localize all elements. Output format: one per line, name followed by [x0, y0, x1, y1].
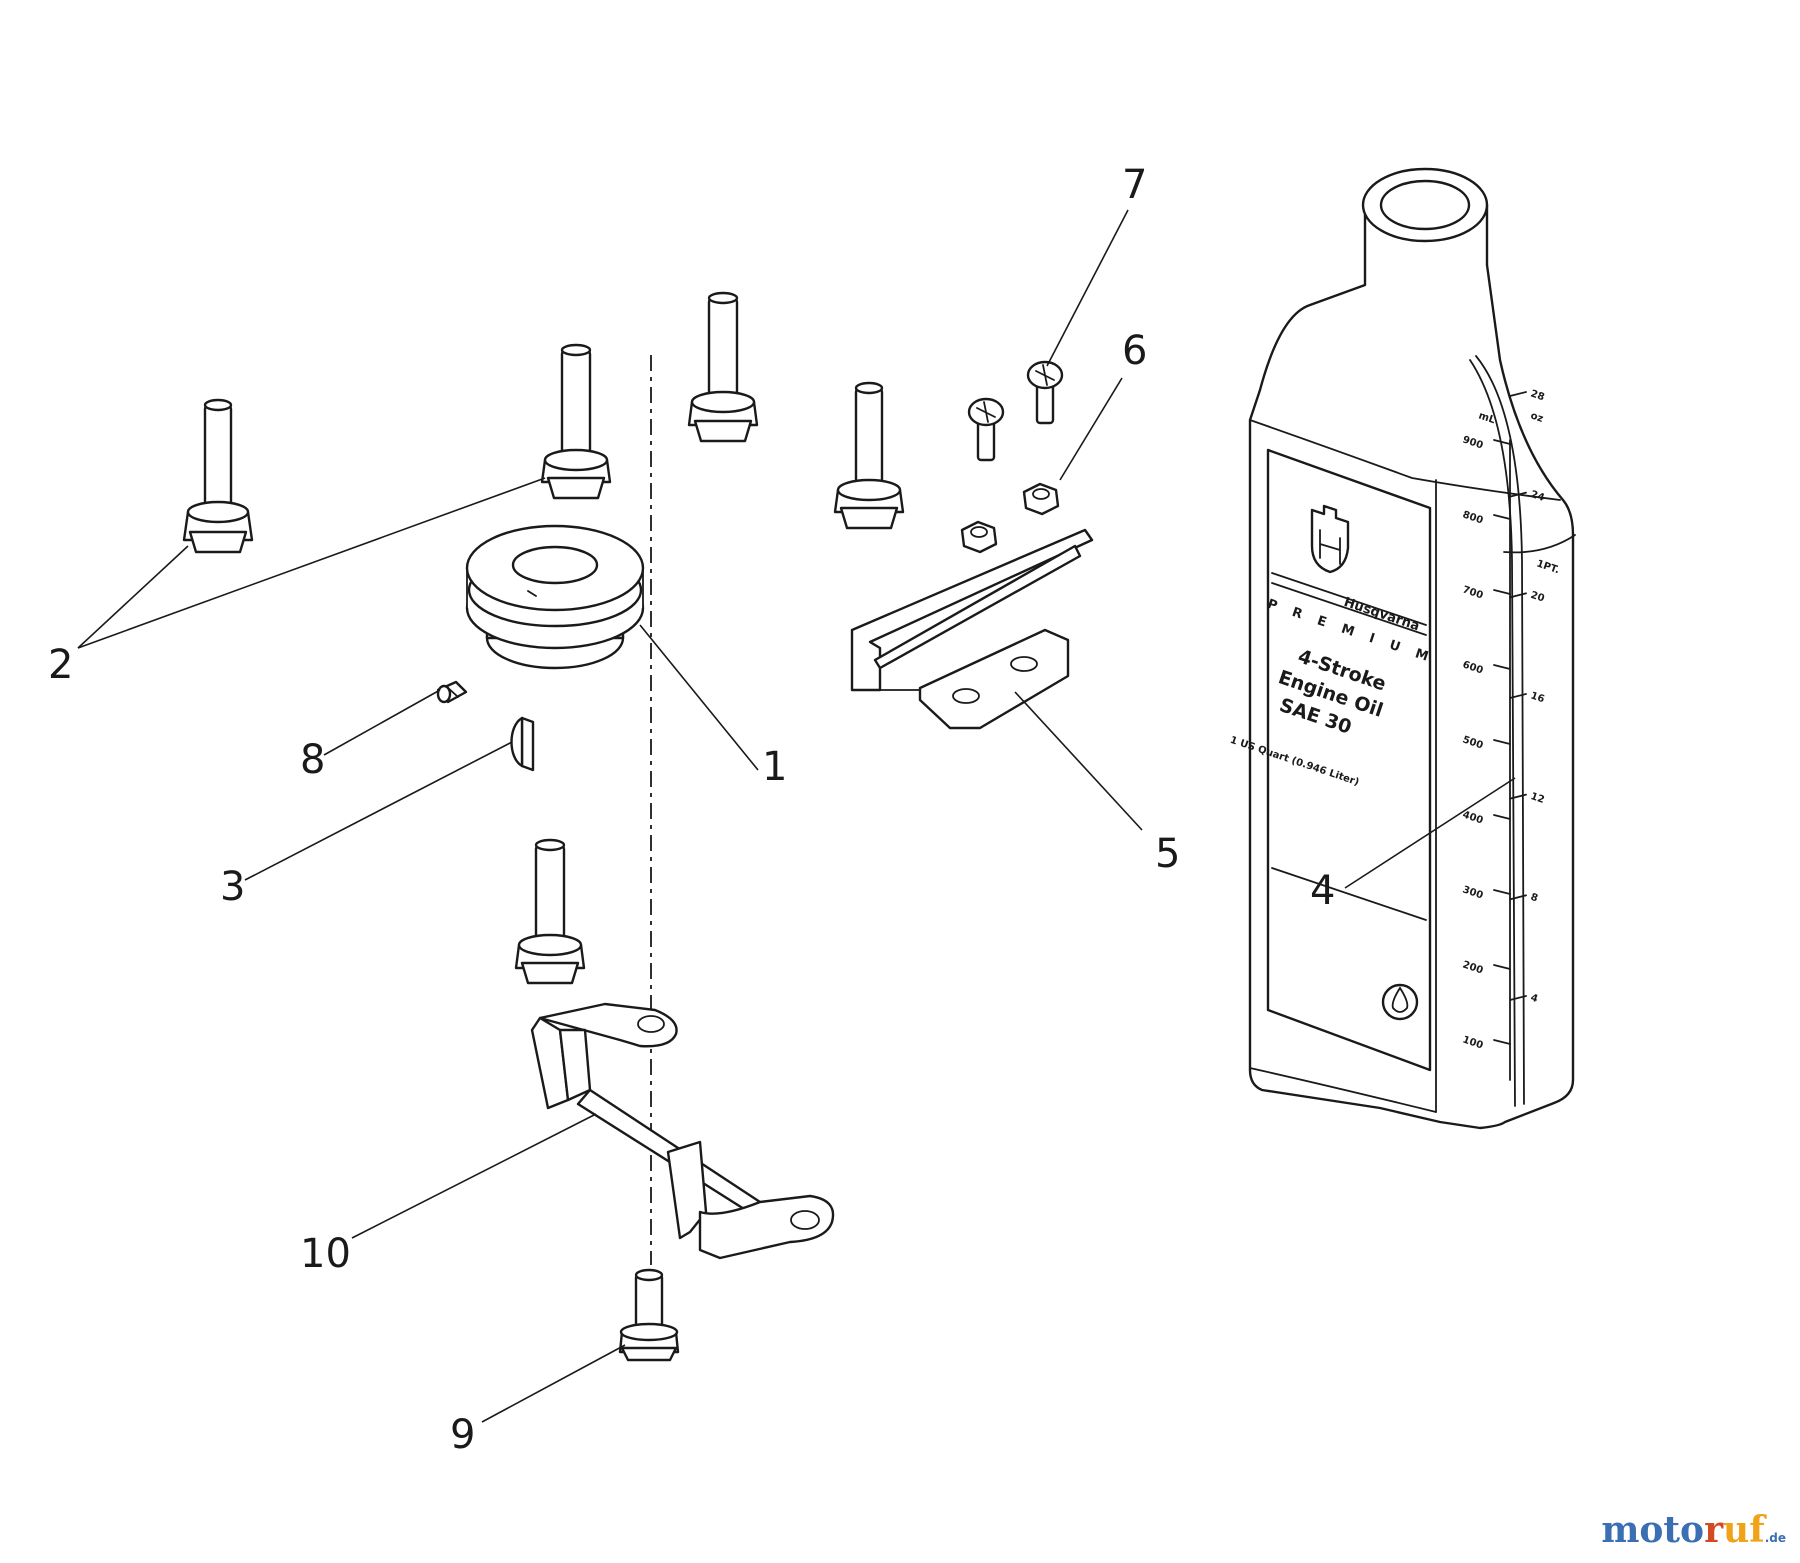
oz-tick-label: 20	[1529, 590, 1546, 605]
flange-bolt-mid-right	[833, 381, 905, 530]
ml-tick-mark	[1493, 739, 1511, 745]
screw-left	[967, 397, 1005, 462]
flange-bolt-upper-right	[687, 291, 759, 443]
ml-tick-mark	[1493, 964, 1511, 970]
callout-4: 4	[1310, 868, 1335, 914]
set-screw	[436, 680, 468, 704]
oz-tick-mark	[1509, 592, 1527, 599]
flange-bolt-center	[540, 343, 612, 500]
scale-unit-oz: oz	[1529, 410, 1545, 425]
oz-tick-mark	[1509, 391, 1527, 397]
ml-tick-mark	[1493, 1039, 1511, 1045]
oz-tick-mark	[1509, 793, 1527, 800]
ml-tick-mark	[1493, 814, 1511, 820]
oz-tick-label: 4	[1529, 992, 1539, 1005]
callout-1: 1	[762, 744, 787, 790]
strap-bracket	[530, 1002, 835, 1260]
oz-tick-label: 16	[1529, 690, 1546, 705]
watermark-logo: motoruf.de	[1601, 1509, 1786, 1551]
oz-tick-mark	[1509, 491, 1527, 498]
mounting-bracket	[850, 528, 1094, 730]
callout-3: 3	[220, 864, 245, 910]
ml-tick-mark	[1493, 589, 1511, 595]
oil-bottle: Husqvarna P R E M I U M 4-Stroke Engine …	[1229, 167, 1576, 1130]
ml-tick-mark	[1493, 514, 1511, 520]
oz-tick-label: 24	[1529, 489, 1546, 504]
oz-tick-mark	[1509, 693, 1527, 699]
flange-bolt-lower	[514, 838, 586, 985]
oz-tick-label: 12	[1529, 791, 1546, 806]
oz-tick-mark	[1509, 995, 1527, 1001]
callout-10: 10	[300, 1231, 351, 1277]
husqvarna-logo-icon	[1310, 504, 1350, 574]
pulley	[465, 524, 645, 670]
oz-tick-label: 8	[1529, 892, 1539, 905]
scale-unit-ml: mL	[1477, 410, 1497, 426]
oil-drop-icon	[1381, 983, 1419, 1021]
oz-tick-mark	[1509, 894, 1527, 901]
nut-right	[1022, 482, 1060, 516]
flange-bolt-left	[182, 398, 254, 554]
ml-tick-mark	[1493, 664, 1511, 670]
oz-tick-label: 28	[1529, 388, 1546, 403]
callout-9: 9	[450, 1412, 475, 1458]
callout-8: 8	[300, 737, 325, 783]
callout-5: 5	[1155, 831, 1180, 877]
callout-2: 2	[48, 642, 73, 688]
woodruff-key	[510, 716, 535, 772]
ml-tick-mark	[1493, 439, 1511, 445]
screw-right	[1026, 360, 1064, 425]
leader-lines	[77, 209, 1516, 1423]
ml-tick-mark	[1493, 889, 1511, 895]
callout-labels: 1 2 3 4 5 6 7 8 9 10	[48, 162, 1335, 1458]
oz-scale: 28 24 20 16 12 8 4	[1509, 388, 1546, 1005]
callout-6: 6	[1122, 328, 1147, 374]
nut-left	[960, 520, 998, 554]
callout-7: 7	[1122, 162, 1147, 208]
hex-bolt	[618, 1268, 680, 1362]
